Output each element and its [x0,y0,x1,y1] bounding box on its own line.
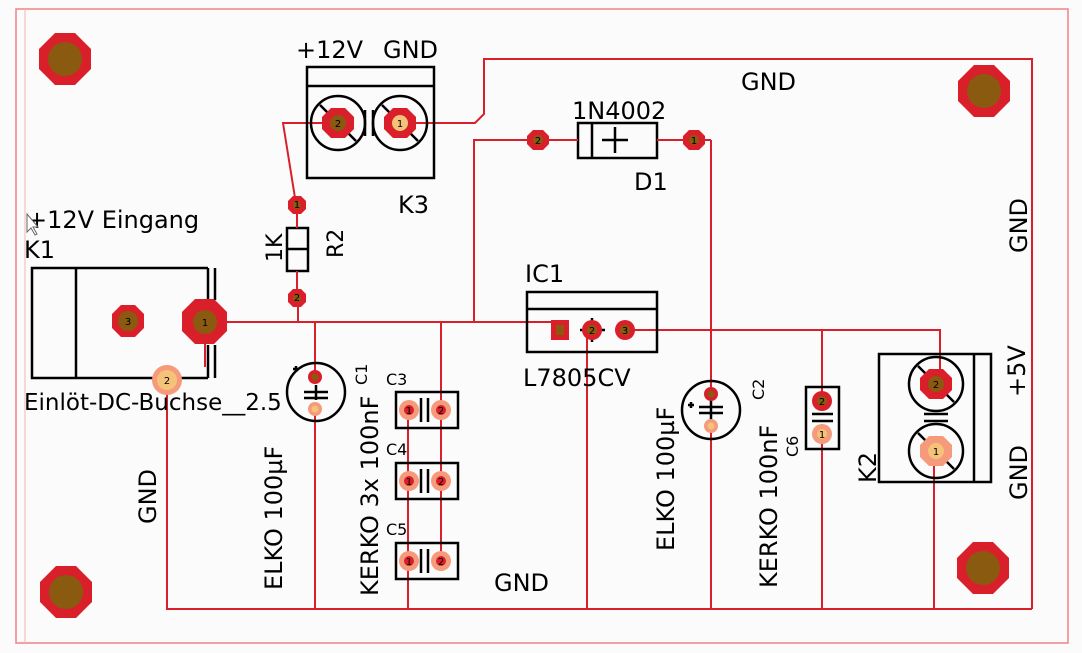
k3-pad-1-number: 1 [397,119,403,130]
label-k3-name: K3 [398,191,429,219]
trace-gnd-bottom [166,390,1032,610]
c2-elko [680,379,742,441]
label-gnd-top: GND [741,68,796,96]
c4-pad-1-number: 1 [406,477,412,488]
mount-hole-top-right-drill [967,74,1001,108]
k3-pad-2-number: 2 [335,119,341,130]
ic1-regulator: 2 3 [525,290,659,354]
k2-terminal: 2 1 [877,352,993,484]
label-elko-right: ELKO 100µF [652,407,680,551]
label-gnd-right-bottom: GND [1005,445,1033,500]
label-ic1-value: L7805CV [523,364,631,392]
label-elko-left: ELKO 100µF [260,446,288,590]
label-c6-name: C6 [783,436,802,457]
d1-pad-1-number: 1 [691,136,697,147]
r2-pad-1-number: 1 [294,200,300,211]
trace-d1-anode [473,139,538,322]
label-plus5: +5V [1003,345,1031,397]
traces [166,58,1033,610]
label-k1-value: Einlöt-DC-Buchse__2.5 [24,390,282,416]
c3-pad-1-number: 1 [406,406,412,417]
d1-pad-2-number: 2 [535,136,541,147]
label-k3-gnd: GND [383,36,438,64]
labels: +12V GND K3 GND 1N4002 D1 1K R2 +12V Ein… [24,36,1033,597]
label-k3-plus12: +12V [296,36,364,64]
c4-kerko: 1 2 [394,461,460,501]
c6-pad-1-number: 1 [819,430,825,441]
c1-elko [285,361,347,423]
label-input-title: +12V Eingang [27,206,199,234]
label-c1-name: C1 [352,364,371,385]
c5-pad-1-number: 1 [406,557,412,568]
label-d1-value: 1N4002 [572,97,666,125]
k3-terminal: 2 1 [305,65,436,180]
trace-k3-r2 [281,122,338,205]
c4-pad-2-number: 2 [438,477,444,488]
label-kerko-3x: KERKO 3x 100nF [356,396,384,596]
label-r2-name: R2 [324,229,349,258]
trace-5v-rail [625,329,941,373]
label-k1-name: K1 [24,236,55,264]
mount-hole-top-left-drill [48,42,82,76]
mounting-holes [39,33,1010,618]
d1-diode: 2 1 [527,121,705,160]
label-ic1-name: IC1 [525,260,564,288]
c5-pad-2-number: 2 [438,557,444,568]
label-k2-name: K2 [854,452,882,483]
mount-hole-bottom-right-drill [966,551,1000,585]
c3-pad-2-number: 2 [438,406,444,417]
trace-k3-gnd [400,58,1033,609]
c6-pad-2-number: 2 [819,397,825,408]
k1-pad-2-number: 2 [164,376,170,387]
label-gnd-bottom: GND [494,569,549,597]
k1-dc-jack: 3 1 2 [30,266,227,395]
label-c4-name: C4 [386,440,407,459]
label-kerko-right: KERKO 100nF [755,425,783,588]
label-d1-name: D1 [634,168,668,196]
ic1-pad-2-number: 2 [589,326,595,337]
label-c2-name: C2 [749,379,768,400]
k1-pad-3-number: 3 [125,317,131,328]
label-gnd-left: GND [134,469,162,524]
k2-pad-1-number: 1 [933,447,939,458]
r2-resistor: 1 2 [285,196,310,307]
r2-pad-2-number: 2 [294,293,300,304]
k2-pad-2-number: 2 [933,380,939,391]
label-gnd-right-top: GND [1005,198,1033,253]
mouse-cursor-icon [26,212,40,236]
label-r2-value: 1K [263,233,288,262]
c6-kerko: 2 1 [804,385,841,451]
c3-kerko: 1 2 [394,390,460,430]
label-c5-name: C5 [386,520,407,539]
c5-kerko: 1 2 [394,541,460,581]
board-outline [15,8,1069,644]
mount-hole-bottom-left-drill [49,575,83,609]
ic1-pad-3-number: 3 [622,326,628,337]
k1-pad-1-number: 1 [202,318,208,329]
label-c3-name: C3 [386,370,407,389]
